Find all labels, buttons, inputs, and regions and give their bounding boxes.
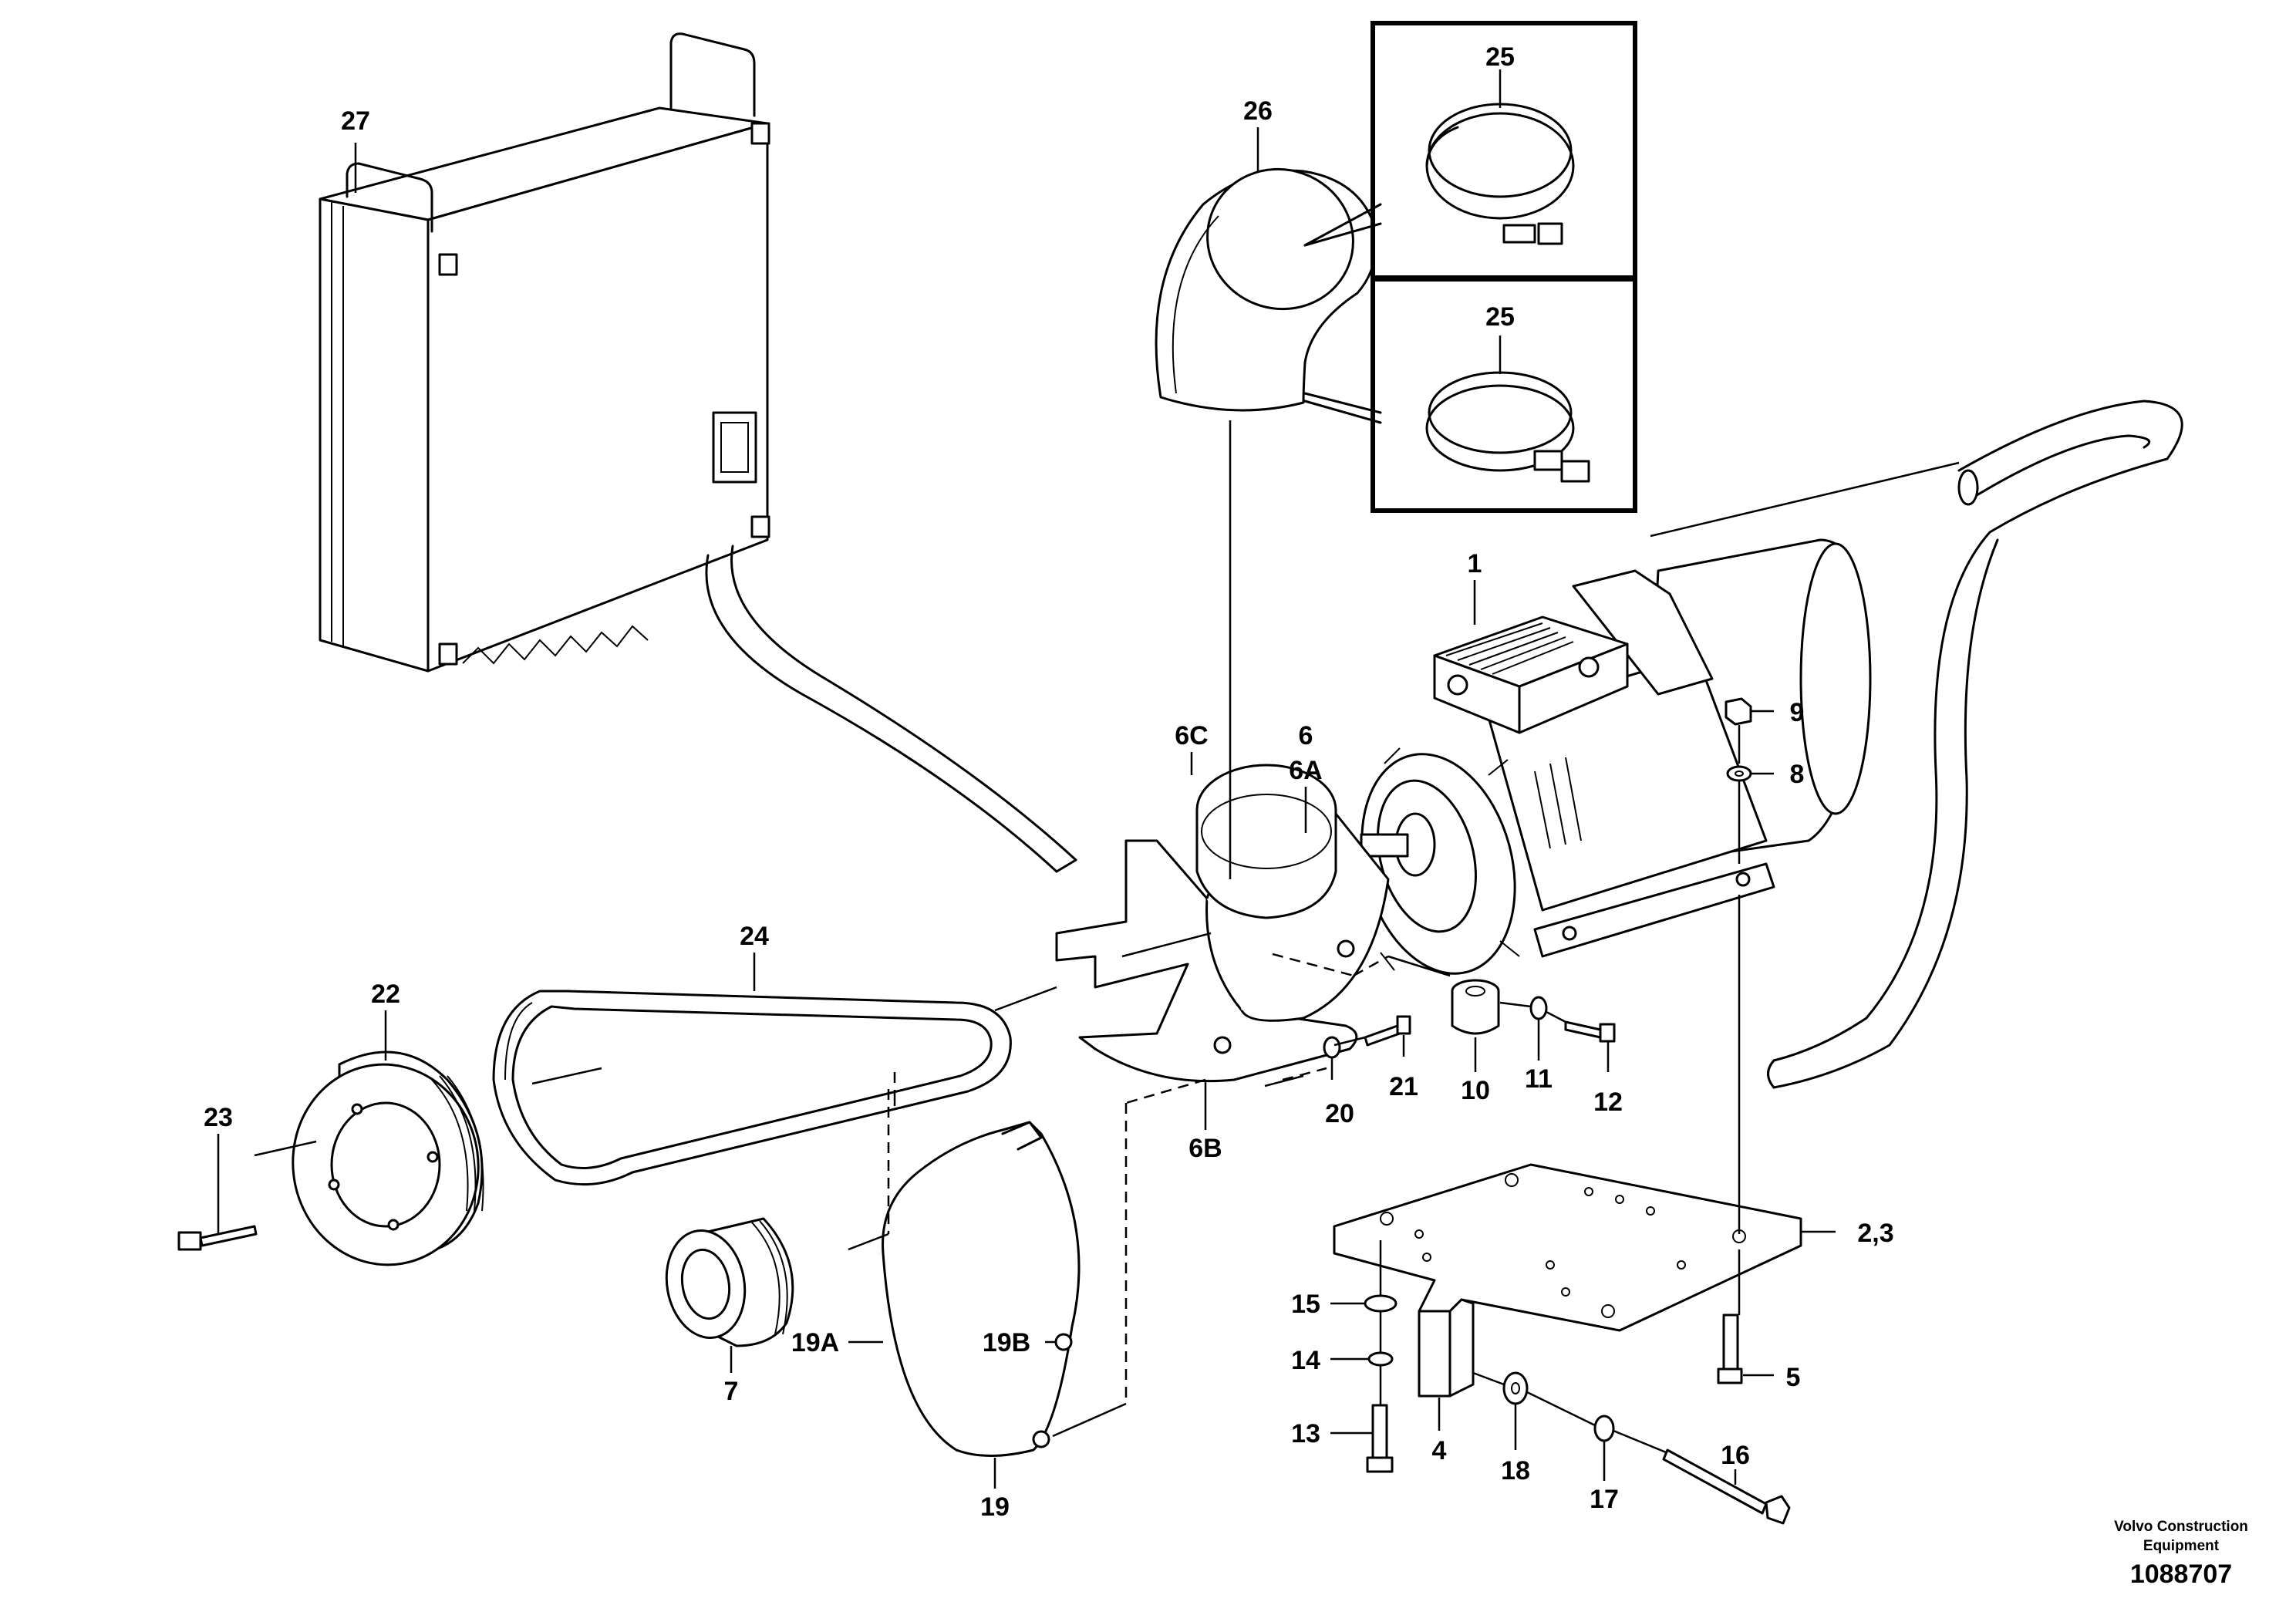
label-7: 7 bbox=[724, 1377, 739, 1406]
label-1: 1 bbox=[1468, 549, 1482, 578]
label-19: 19 bbox=[980, 1492, 1010, 1522]
callout-labels: 27 26 25 25 1 9 8 6C 6 6A 24 22 23 10 11… bbox=[204, 42, 1894, 1522]
label-19b: 19B bbox=[983, 1328, 1030, 1357]
cable-harness bbox=[705, 400, 2183, 1089]
label-17: 17 bbox=[1590, 1485, 1619, 1514]
label-19a: 19A bbox=[791, 1328, 839, 1357]
label-23: 23 bbox=[204, 1103, 233, 1132]
leader-lines bbox=[217, 69, 1960, 1489]
label-27: 27 bbox=[341, 106, 370, 136]
idler-pulley-part bbox=[665, 1217, 794, 1347]
label-26: 26 bbox=[1243, 96, 1273, 126]
label-24: 24 bbox=[740, 922, 769, 951]
label-6b: 6B bbox=[1188, 1134, 1222, 1163]
label-25-top: 25 bbox=[1485, 42, 1515, 72]
label-21: 21 bbox=[1389, 1072, 1418, 1101]
fasteners bbox=[177, 697, 1791, 1525]
label-13: 13 bbox=[1291, 1419, 1320, 1448]
label-12: 12 bbox=[1593, 1088, 1623, 1117]
label-25-bottom: 25 bbox=[1485, 302, 1515, 332]
label-14: 14 bbox=[1291, 1346, 1320, 1375]
label-9: 9 bbox=[1790, 698, 1805, 727]
belt-guard-part bbox=[882, 1121, 1081, 1457]
fan-guard-part bbox=[1055, 764, 1390, 1083]
control-box-part bbox=[319, 32, 770, 673]
credit-line-2: Equipment bbox=[2143, 1538, 2220, 1554]
label-2-3: 2,3 bbox=[1857, 1219, 1893, 1248]
credit-block: Volvo Construction Equipment 1088707 bbox=[2114, 1519, 2248, 1589]
label-15: 15 bbox=[1291, 1290, 1320, 1319]
clamp-inset-top bbox=[1303, 21, 1637, 280]
label-8: 8 bbox=[1790, 760, 1805, 789]
label-11: 11 bbox=[1525, 1064, 1553, 1094]
credit-line-1: Volvo Construction bbox=[2114, 1519, 2248, 1535]
document-number: 1088707 bbox=[2130, 1560, 2232, 1589]
label-20: 20 bbox=[1325, 1099, 1354, 1128]
label-4: 4 bbox=[1432, 1436, 1447, 1465]
label-5: 5 bbox=[1786, 1363, 1801, 1392]
label-22: 22 bbox=[371, 980, 400, 1009]
clamp-inset-bottom bbox=[1303, 277, 1637, 513]
label-6a: 6A bbox=[1289, 756, 1322, 785]
label-6: 6 bbox=[1299, 721, 1313, 750]
mounting-plate-part bbox=[1333, 1163, 1802, 1398]
label-18: 18 bbox=[1501, 1456, 1530, 1485]
label-6c: 6C bbox=[1175, 721, 1208, 750]
generator-part bbox=[1360, 538, 1872, 975]
drive-pulley-part bbox=[292, 1050, 484, 1266]
drive-belt-part bbox=[492, 990, 1012, 1186]
label-16: 16 bbox=[1721, 1441, 1750, 1470]
label-10: 10 bbox=[1461, 1076, 1490, 1105]
elbow-duct-part bbox=[1155, 167, 1377, 412]
